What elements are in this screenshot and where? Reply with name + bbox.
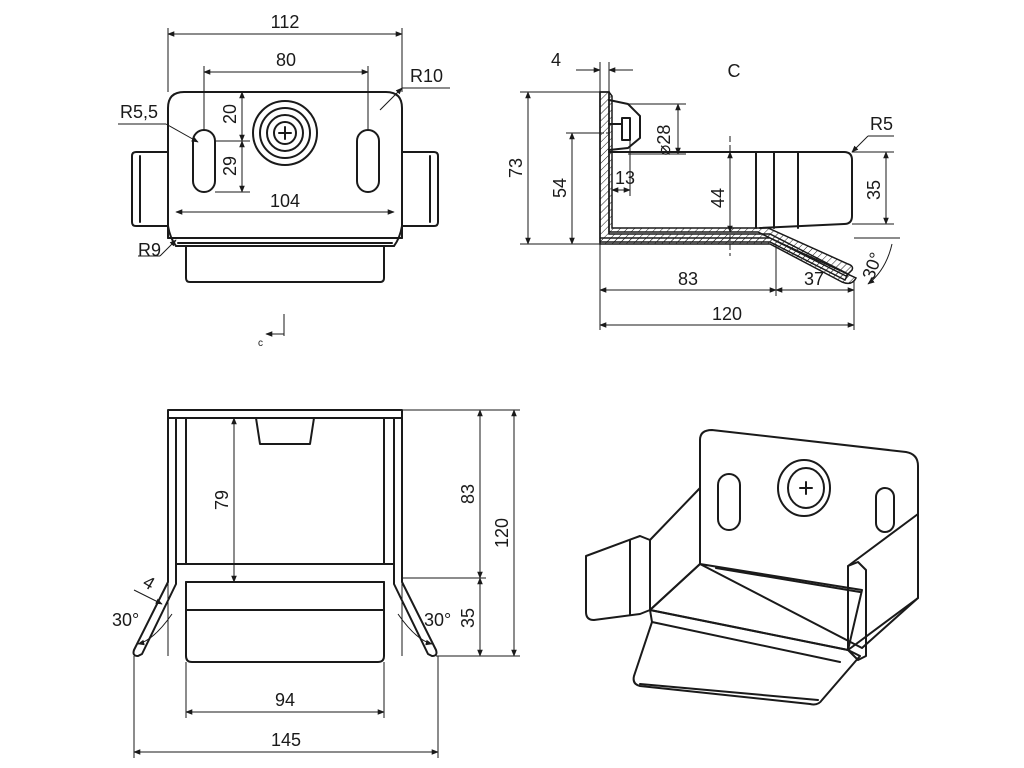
radius-r10: R10 (410, 66, 443, 86)
right-slot (356, 129, 380, 193)
front-dim-83: 83 (458, 484, 478, 504)
dim-44: 44 (708, 188, 728, 208)
section-letter: C (728, 61, 741, 81)
dim-83: 83 (678, 269, 698, 289)
front-right-wall (383, 417, 403, 567)
left-slot (192, 129, 216, 193)
bolt-head-profile (621, 117, 631, 141)
iso-bolt-head (787, 467, 825, 509)
washer-profile (608, 99, 641, 151)
iso-back-plate (699, 429, 919, 649)
section-profile (599, 91, 858, 285)
bolt-head (266, 114, 304, 152)
dim-37: 37 (804, 269, 824, 289)
front-dim-35: 35 (458, 608, 478, 628)
iso-left-slot (717, 473, 741, 531)
dim-28-diameter: ⌀28 (654, 125, 674, 156)
right-flange (401, 151, 439, 227)
front-right-flap (393, 565, 438, 657)
front-view: 79 83 35 120 4 30° 30° 94 145 (112, 409, 520, 758)
washer-inner (259, 107, 311, 159)
bolt-socket (273, 121, 297, 145)
iso-left-flap (585, 535, 651, 621)
front-dim-4: 4 (140, 572, 159, 594)
front-left-flap (132, 565, 177, 657)
dim-4: 4 (551, 50, 561, 70)
front-outline (167, 409, 403, 419)
washer-outer (252, 100, 318, 166)
front-dim-120: 120 (492, 518, 512, 548)
radius-r5: R5 (870, 114, 893, 134)
dim-29: 29 (220, 156, 240, 176)
dim-13: 13 (615, 168, 635, 188)
right-flange-fold (393, 225, 403, 247)
base-section (599, 91, 850, 282)
section-marker-c: c (258, 338, 263, 349)
angle-30: 30° (858, 250, 886, 282)
top-view: 112 80 R10 R5,5 20 29 104 R9 c (118, 12, 450, 349)
isometric-view (585, 429, 919, 706)
side-section-view: C 4 73 54 ⌀28 (506, 50, 900, 330)
dim-35: 35 (864, 180, 884, 200)
phillips-cross-icon (278, 126, 292, 140)
left-flange-fold (167, 225, 177, 247)
iso-front-tongue (632, 609, 861, 706)
dim-73: 73 (506, 158, 526, 178)
dim-54: 54 (550, 178, 570, 198)
iso-phillips-icon (799, 481, 813, 495)
iso-floor (649, 563, 863, 651)
dim-120: 120 (712, 304, 742, 324)
front-angle-left: 30° (112, 610, 139, 630)
iso-washer (777, 459, 831, 517)
front-dim-145: 145 (271, 730, 301, 750)
bottom-shelf-outline (167, 237, 403, 283)
radius-r5-5: R5,5 (120, 102, 158, 122)
front-dim-94: 94 (275, 690, 295, 710)
dim-20: 20 (220, 104, 240, 124)
dim-112: 112 (271, 12, 300, 32)
front-angle-right: 30° (424, 610, 451, 630)
front-left-wall (167, 417, 187, 567)
iso-left-wall (649, 487, 701, 611)
front-dim-79: 79 (212, 490, 232, 510)
dim-80: 80 (276, 50, 296, 70)
left-flange (131, 151, 169, 227)
back-plate-outline (167, 91, 403, 239)
dim-104: 104 (270, 191, 300, 211)
iso-right-slot (875, 487, 895, 533)
radius-r9: R9 (138, 240, 161, 260)
tab-outline (608, 151, 853, 229)
front-notch (255, 417, 315, 445)
